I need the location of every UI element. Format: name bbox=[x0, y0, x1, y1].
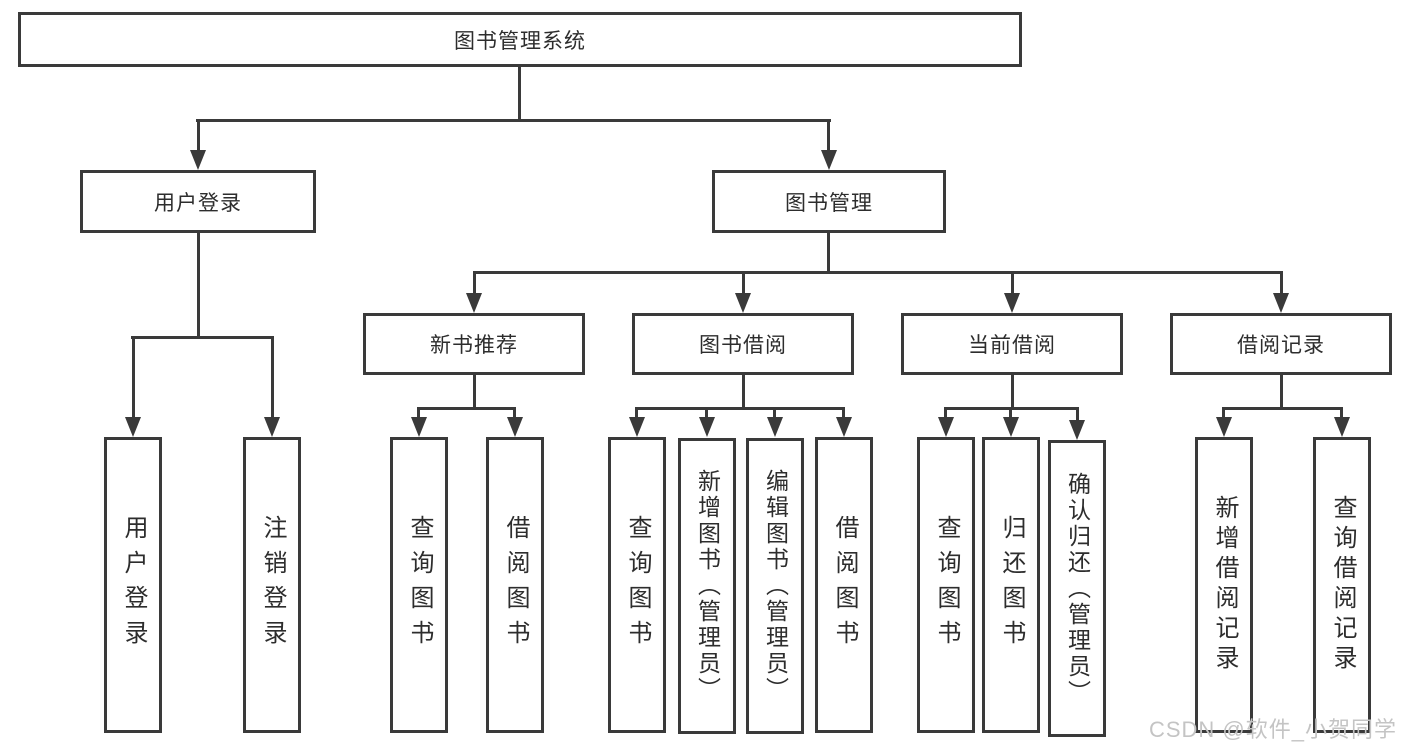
connector-g1-stem2 bbox=[513, 407, 516, 418]
node-book-manage: 图书管理 bbox=[712, 170, 946, 233]
node-book-manage-label: 图书管理 bbox=[785, 191, 873, 215]
connector-g2-stem1 bbox=[635, 407, 638, 418]
leaf-user-login-label: 用户登录 bbox=[120, 515, 147, 655]
connector-stem-login-leaf2 bbox=[271, 336, 274, 418]
node-current-borrow: 当前借阅 bbox=[901, 313, 1123, 375]
leaf-return-books: 归还图书 bbox=[982, 437, 1040, 733]
connector-stem-user-login bbox=[197, 119, 200, 152]
connector-stem-new-books bbox=[473, 271, 476, 293]
node-borrow-records-label: 借阅记录 bbox=[1237, 334, 1325, 357]
leaf-add-borrow-record: 新增借阅记录 bbox=[1195, 437, 1253, 733]
leaf-borrow-books-2: 借阅图书 bbox=[815, 437, 873, 733]
leaf-query-books-2-label: 查询图书 bbox=[624, 515, 651, 655]
connector-g1-hline bbox=[417, 407, 516, 410]
connector-stem-login-leaf1 bbox=[132, 336, 135, 418]
arrowhead-login-leaf1-icon bbox=[125, 417, 141, 437]
leaf-query-borrow-record-label: 查询借阅记录 bbox=[1329, 495, 1356, 675]
leaf-logout-label: 注销登录 bbox=[259, 515, 286, 655]
leaf-user-login: 用户登录 bbox=[104, 437, 162, 733]
node-book-borrow: 图书借阅 bbox=[632, 313, 854, 375]
connector-user-login-hline bbox=[131, 336, 274, 339]
csdn-watermark: CSDN @软件_小贺同学 bbox=[1148, 717, 1397, 742]
leaf-edit-books-admin: 编辑图书（管理员） bbox=[746, 438, 804, 734]
arrowhead-g4-leaf1-icon bbox=[1216, 417, 1232, 437]
arrowhead-g2-leaf3-icon bbox=[767, 417, 783, 437]
arrowhead-current-borrow-icon bbox=[1004, 293, 1020, 313]
connector-root-trunk bbox=[518, 67, 521, 119]
node-book-borrow-label: 图书借阅 bbox=[699, 334, 787, 357]
arrowhead-g2-leaf4-icon bbox=[836, 417, 852, 437]
arrowhead-g2-leaf2-icon bbox=[699, 417, 715, 437]
connector-g4-stem2 bbox=[1340, 407, 1343, 418]
connector-g2-stub bbox=[742, 375, 745, 407]
leaf-borrow-books-2-label: 借阅图书 bbox=[831, 515, 858, 655]
connector-g2-hline bbox=[635, 407, 845, 410]
arrowhead-g3-leaf1-icon bbox=[938, 417, 954, 437]
connector-stem-book-borrow bbox=[742, 271, 745, 293]
connector-g4-stub bbox=[1280, 375, 1283, 407]
leaf-query-books-1: 查询图书 bbox=[390, 437, 448, 733]
node-user-login-label: 用户登录 bbox=[154, 191, 242, 215]
connector-g1-stub bbox=[473, 375, 476, 407]
arrowhead-book-manage-icon bbox=[821, 150, 837, 170]
leaf-borrow-books-1-label: 借阅图书 bbox=[502, 515, 529, 655]
leaf-query-books-1-label: 查询图书 bbox=[406, 515, 433, 655]
connector-g3-stem2 bbox=[1009, 407, 1012, 418]
node-user-login: 用户登录 bbox=[80, 170, 316, 233]
connector-book-manage-trunk bbox=[827, 233, 830, 271]
connector-g1-stem1 bbox=[417, 407, 420, 418]
arrowhead-new-books-icon bbox=[466, 293, 482, 313]
leaf-return-books-label: 归还图书 bbox=[998, 515, 1025, 655]
connector-g2-stem3 bbox=[773, 407, 776, 418]
connector-g4-hline bbox=[1222, 407, 1343, 410]
connector-user-login-trunk bbox=[197, 233, 200, 336]
connector-level3-hline bbox=[473, 271, 1283, 274]
connector-g4-stem1 bbox=[1222, 407, 1225, 418]
connector-stem-borrow-records bbox=[1280, 271, 1283, 293]
leaf-query-books-3: 查询图书 bbox=[917, 437, 975, 733]
leaf-add-borrow-record-label: 新增借阅记录 bbox=[1211, 495, 1238, 675]
connector-stem-book-manage bbox=[827, 119, 830, 152]
node-system: 图书管理系统 bbox=[18, 12, 1022, 67]
leaf-edit-books-admin-label: 编辑图书（管理员） bbox=[762, 469, 789, 703]
arrowhead-g2-leaf1-icon bbox=[629, 417, 645, 437]
node-borrow-records: 借阅记录 bbox=[1170, 313, 1392, 375]
node-current-borrow-label: 当前借阅 bbox=[968, 334, 1056, 357]
arrowhead-g1-leaf1-icon bbox=[411, 417, 427, 437]
arrowhead-user-login-icon bbox=[190, 150, 206, 170]
leaf-borrow-books-1: 借阅图书 bbox=[486, 437, 544, 733]
connector-g2-stem4 bbox=[842, 407, 845, 418]
arrowhead-borrow-records-icon bbox=[1273, 293, 1289, 313]
connector-level2-hline bbox=[196, 119, 831, 122]
arrowhead-g1-leaf2-icon bbox=[507, 417, 523, 437]
leaf-query-borrow-record: 查询借阅记录 bbox=[1313, 437, 1371, 733]
connector-g2-stem2 bbox=[705, 407, 708, 418]
leaf-confirm-return-admin: 确认归还（管理员） bbox=[1048, 440, 1106, 737]
leaf-confirm-return-admin-label: 确认归还（管理员） bbox=[1064, 471, 1091, 706]
arrowhead-book-borrow-icon bbox=[735, 293, 751, 313]
leaf-logout: 注销登录 bbox=[243, 437, 301, 733]
arrowhead-g3-leaf2-icon bbox=[1003, 417, 1019, 437]
arrowhead-login-leaf2-icon bbox=[264, 417, 280, 437]
arrowhead-g4-leaf2-icon bbox=[1334, 417, 1350, 437]
connector-g3-stem1 bbox=[944, 407, 947, 418]
node-new-books: 新书推荐 bbox=[363, 313, 585, 375]
leaf-add-books-admin-label: 新增图书（管理员） bbox=[694, 469, 721, 703]
arrowhead-g3-leaf3-icon bbox=[1069, 420, 1085, 440]
leaf-add-books-admin: 新增图书（管理员） bbox=[678, 438, 736, 734]
connector-stem-current-borrow bbox=[1011, 271, 1014, 293]
node-new-books-label: 新书推荐 bbox=[430, 334, 518, 357]
connector-g3-stem3 bbox=[1076, 407, 1079, 420]
leaf-query-books-2: 查询图书 bbox=[608, 437, 666, 733]
connector-g3-stub bbox=[1011, 375, 1014, 407]
node-system-label: 图书管理系统 bbox=[454, 29, 586, 53]
leaf-query-books-3-label: 查询图书 bbox=[933, 515, 960, 655]
